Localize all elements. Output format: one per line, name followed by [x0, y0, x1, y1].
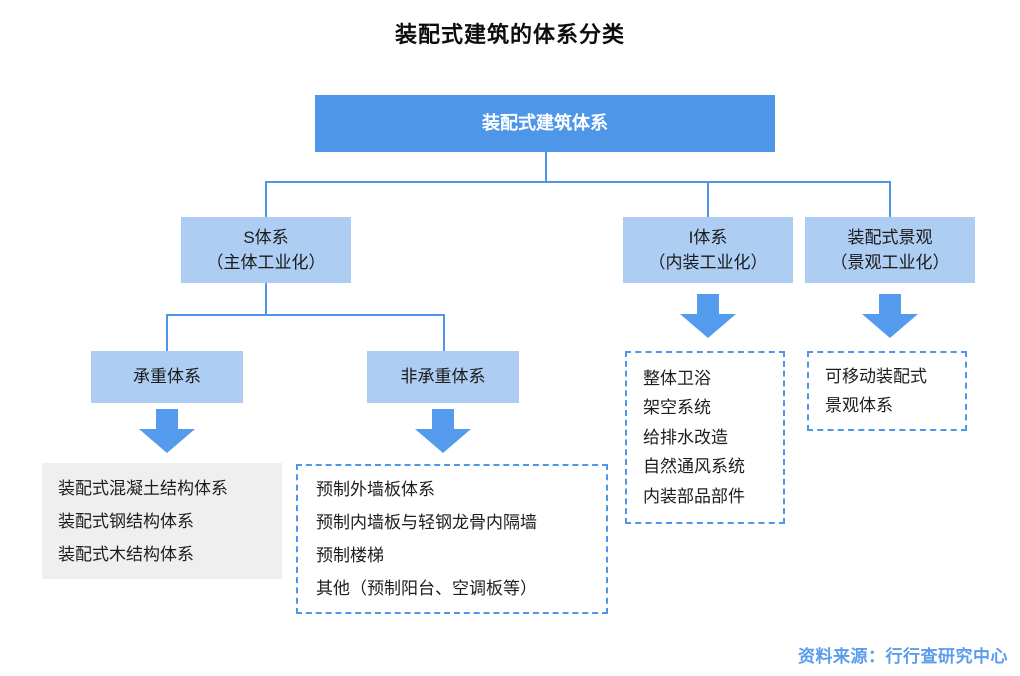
list-item: 给排水改造: [643, 427, 728, 447]
connector-line: [545, 152, 547, 183]
load-bearing-list: 装配式混凝土结构体系 装配式钢结构体系 装配式木结构体系: [42, 463, 282, 579]
connector-line: [889, 181, 891, 217]
down-arrow-icon: [139, 409, 195, 453]
i-system-box: I体系 （内装工业化）: [623, 217, 793, 283]
down-arrow-icon: [415, 409, 471, 453]
non-load-bearing-label: 非承重体系: [400, 367, 486, 387]
non-load-bearing-box: 非承重体系: [367, 351, 519, 403]
connector-line: [166, 314, 168, 351]
list-item: 预制楼梯: [316, 546, 384, 565]
list-item: 架空系统: [643, 398, 711, 418]
connector-line: [265, 283, 267, 316]
list-item: 装配式钢结构体系: [58, 511, 194, 531]
root-box-label: 装配式建筑体系: [482, 113, 608, 133]
s-system-subtitle: （主体工业化）: [206, 253, 326, 272]
list-item: 自然通风系统: [643, 457, 745, 477]
i-system-list: 整体卫浴 架空系统 给排水改造 自然通风系统 内装部品部件: [625, 351, 785, 524]
list-item: 装配式木结构体系: [58, 544, 194, 564]
s-system-box: S体系 （主体工业化）: [181, 217, 351, 283]
landscape-box: 装配式景观 （景观工业化）: [805, 217, 975, 283]
connector-line: [265, 181, 267, 217]
landscape-title: 装配式景观: [847, 227, 933, 247]
connector-line: [265, 181, 891, 183]
diagram-title: 装配式建筑的体系分类: [394, 22, 625, 47]
load-bearing-box: 承重体系: [91, 351, 243, 403]
non-load-bearing-list: 预制外墙板体系 预制内墙板与轻钢龙骨内隔墙 预制楼梯 其他（预制阳台、空调板等）: [296, 464, 608, 614]
connector-line: [166, 314, 445, 316]
list-item: 整体卫浴: [643, 368, 711, 388]
i-system-title: I体系: [688, 227, 728, 247]
list-item: 景观体系: [825, 396, 893, 415]
s-system-title: S体系: [243, 227, 289, 247]
down-arrow-icon: [680, 294, 736, 338]
connector-line: [707, 181, 709, 217]
connector-line: [443, 314, 445, 351]
landscape-subtitle: （景观工业化）: [830, 253, 950, 272]
landscape-list: 可移动装配式 景观体系: [807, 351, 967, 431]
list-item: 装配式混凝土结构体系: [58, 478, 228, 498]
list-item: 预制外墙板体系: [316, 480, 435, 499]
load-bearing-label: 承重体系: [133, 367, 201, 387]
down-arrow-icon: [862, 294, 918, 338]
list-item: 预制内墙板与轻钢龙骨内隔墙: [316, 513, 537, 532]
source-credit: 资料来源：行行查研究中心: [798, 647, 1008, 666]
list-item: 可移动装配式: [825, 366, 927, 386]
list-item: 其他（预制阳台、空调板等）: [316, 579, 537, 598]
root-box: 装配式建筑体系: [315, 95, 775, 152]
list-item: 内装部品部件: [643, 486, 745, 506]
i-system-subtitle: （内装工业化）: [648, 253, 768, 272]
